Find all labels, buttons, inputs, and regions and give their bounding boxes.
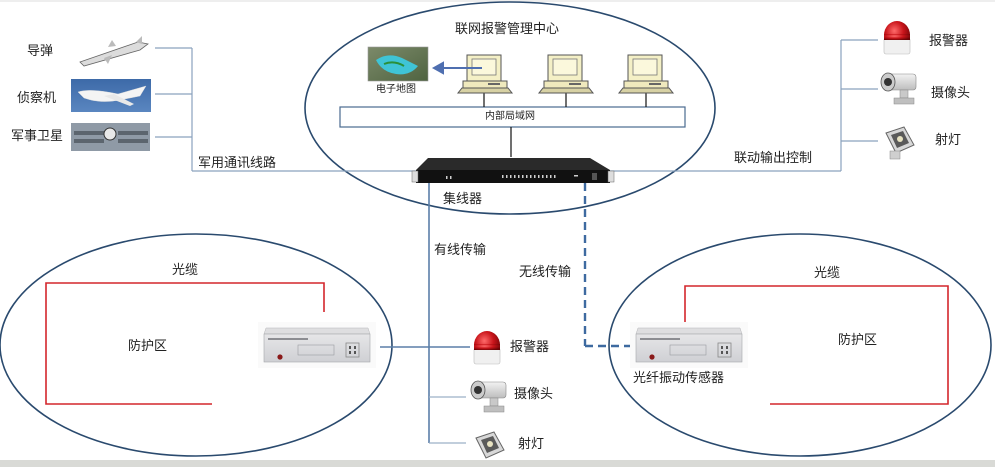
right-zone-label: 防护区: [838, 333, 878, 348]
military-item-satellite-label: 军事卫星: [11, 129, 64, 144]
linkage-output-label: 联动输出控制: [734, 151, 813, 166]
right-sensor-device-icon: [630, 322, 748, 368]
workstation-2: [537, 54, 595, 94]
sensor-label: 光纤振动传感器: [633, 371, 725, 386]
local-spotlight-icon: [475, 431, 505, 459]
hub-label: 集线器: [443, 192, 483, 207]
lan-drop-lines: [483, 92, 647, 157]
control-center-title: 联网报警管理中心: [455, 22, 560, 37]
bottom-border: [0, 460, 995, 467]
linkage-item-spotlight-label: 射灯: [935, 133, 962, 148]
linkage-item-alarm-label: 报警器: [929, 34, 969, 49]
local-device-branch-lines: [429, 396, 466, 444]
linkage-output-lines: [604, 39, 878, 172]
electronic-map-icon: [367, 46, 429, 82]
aircraft-icon: [71, 79, 151, 112]
workstation-3: [617, 54, 675, 94]
local-camera-icon: [470, 380, 507, 413]
right-cable-label: 光缆: [814, 266, 841, 281]
military-item-missile-label: 导弹: [27, 44, 54, 59]
left-zone-ellipse: [0, 233, 393, 457]
military-item-aircraft-label: 侦察机: [17, 91, 57, 106]
hub-device-icon: [411, 158, 615, 183]
missile-icon: [79, 36, 149, 67]
electronic-map-label: 电子地图: [376, 84, 416, 95]
local-item-camera-label: 摄像头: [514, 387, 554, 402]
linkage-spotlight-icon: [885, 126, 915, 160]
military-link-lines: [155, 47, 420, 172]
right-fiber-cable: [684, 285, 949, 405]
top-border: [0, 0, 995, 2]
lan-bar: [339, 106, 686, 128]
local-item-spotlight-label: 射灯: [518, 437, 545, 452]
wired-transmission-label: 有线传输: [434, 243, 487, 258]
map-arrow-icon: [431, 61, 482, 75]
left-cable-label: 光缆: [172, 263, 199, 278]
wireless-transmission-label: 无线传输: [519, 265, 572, 280]
left-fiber-cable: [45, 282, 325, 405]
military-link-label: 军用通讯线路: [198, 156, 277, 171]
local-alarm-siren-icon: [473, 331, 501, 365]
linkage-alarm-siren-icon: [883, 21, 911, 55]
workstation-1: [456, 54, 514, 94]
linkage-item-camera-label: 摄像头: [931, 86, 971, 101]
right-zone-ellipse: [608, 233, 992, 457]
linkage-camera-icon: [880, 72, 917, 105]
wired-transmission-line: [380, 183, 470, 443]
lan-label: 内部局域网: [485, 111, 535, 122]
left-sensor-device-icon: [258, 322, 376, 368]
satellite-icon: [71, 123, 150, 151]
left-zone-label: 防护区: [128, 339, 168, 354]
control-center-ellipse: [304, 1, 716, 215]
local-item-alarm-label: 报警器: [510, 340, 550, 355]
